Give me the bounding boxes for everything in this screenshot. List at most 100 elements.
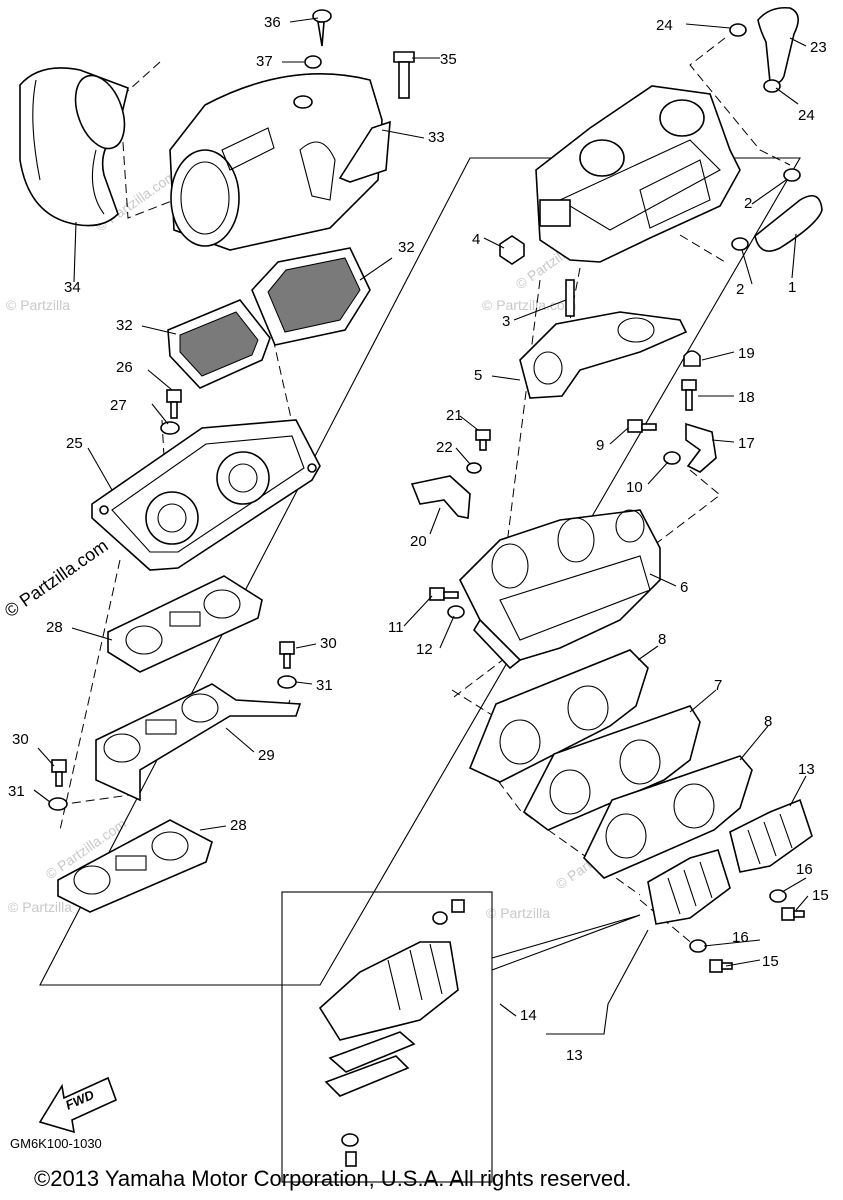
part-16-washer-upper [769, 889, 787, 903]
part-35-bolt [393, 51, 415, 99]
callout-16-upper: 16 [796, 861, 813, 878]
callout-4: 4 [472, 231, 480, 248]
callout-9: 9 [596, 437, 604, 454]
part-7-spacer [522, 705, 701, 831]
part-29-plate [95, 683, 302, 802]
part-1-hose [754, 194, 823, 252]
callout-36: 36 [264, 14, 281, 31]
part-32-screen-lower [167, 299, 271, 389]
part-28-gasket-upper [107, 575, 263, 673]
part-32-screen-upper [251, 247, 371, 346]
callout-18: 18 [738, 389, 755, 406]
callout-2-lower: 2 [736, 281, 744, 298]
callout-22: 22 [436, 439, 453, 456]
callout-32-upper: 32 [398, 239, 415, 256]
callout-33: 33 [428, 129, 445, 146]
part-2-clamp-lower [731, 237, 749, 251]
callout-30-lower: 30 [12, 731, 29, 748]
part-4-nut [499, 235, 525, 265]
part-26-bolt [166, 389, 182, 419]
watermark: © Partzilla [6, 297, 70, 313]
callout-6: 6 [680, 579, 688, 596]
callout-29: 29 [258, 747, 275, 764]
callout-2-upper: 2 [744, 195, 752, 212]
part-25-case [91, 419, 321, 571]
part-18-screw [681, 379, 697, 411]
copyright-notice: ©2013 Yamaha Motor Corporation, U.S.A. A… [34, 1166, 631, 1191]
part-13-reed-valve-left [647, 849, 731, 925]
callout-15-lower: 15 [762, 953, 779, 970]
part-16-washer-lower [689, 939, 707, 953]
callout-20: 20 [410, 533, 427, 550]
callout-1: 1 [788, 279, 796, 296]
callout-23: 23 [810, 39, 827, 56]
callout-24-upper: 24 [656, 17, 673, 34]
callouts: 36 37 35 33 34 32 32 26 27 25 28 30 31 2… [8, 14, 829, 1064]
callout-28-lower: 28 [230, 817, 247, 834]
part-24-clamp-lower [763, 79, 781, 93]
callout-3: 3 [502, 313, 510, 330]
watermark-dark: © Partzilla.com [1, 535, 112, 621]
callout-25: 25 [66, 435, 83, 452]
part-17-bracket [685, 422, 717, 473]
watermark: © Partzilla.com [482, 297, 576, 313]
callout-15-upper: 15 [812, 887, 829, 904]
callout-32-lower: 32 [116, 317, 133, 334]
callout-14: 14 [520, 1007, 537, 1024]
callout-8-lower: 8 [764, 713, 772, 730]
callout-37: 37 [256, 53, 273, 70]
callout-13-lower: 13 [566, 1047, 583, 1064]
part-5-gasket [519, 311, 688, 399]
part-33-cover [169, 73, 391, 251]
callout-12: 12 [416, 641, 433, 658]
part-23-hose [757, 6, 799, 84]
part-24-clamp-upper [729, 23, 747, 37]
callout-19: 19 [738, 345, 755, 362]
watermark: © Partzilla [486, 905, 550, 921]
callout-16-lower: 16 [732, 929, 749, 946]
part-10-washer [663, 451, 681, 465]
callout-27: 27 [110, 397, 127, 414]
callout-35: 35 [440, 51, 457, 68]
part-22-washer [466, 462, 482, 474]
callout-30-upper: 30 [320, 635, 337, 652]
watermark: © Partzilla [8, 899, 72, 915]
leader-lines [33, 17, 809, 1035]
callout-31-lower: 31 [8, 783, 25, 800]
part-34-intake-duct [19, 67, 129, 227]
callout-24-lower: 24 [798, 107, 815, 124]
fwd-arrow: FWD [38, 1076, 118, 1134]
callout-17: 17 [738, 435, 755, 452]
callout-7: 7 [714, 677, 722, 694]
part-28-gasket-lower [57, 819, 213, 913]
callout-21: 21 [446, 407, 463, 424]
callout-34: 34 [64, 279, 81, 296]
callout-11: 11 [388, 619, 404, 636]
part-15-bolt-upper [781, 907, 805, 921]
part-31-washer-upper [277, 675, 297, 689]
part-27-washer [160, 421, 180, 435]
part-12-washer [447, 605, 465, 619]
part-30-bolt-lower [51, 759, 67, 787]
part-3-stud [565, 279, 575, 317]
callout-31-upper: 31 [316, 677, 333, 694]
part-6-intake-manifold [459, 509, 661, 670]
part-30-bolt-upper [279, 641, 295, 669]
part-8-gasket-upper [468, 649, 649, 783]
part-19-cap [683, 350, 701, 367]
part-9-bolt [627, 419, 657, 433]
part-2-clamp-upper [783, 168, 801, 182]
callout-28-upper: 28 [46, 619, 63, 636]
part-13-reed-valve-right [729, 798, 813, 873]
carburetor-assembly [535, 85, 741, 263]
part-37-o-ring [304, 55, 322, 69]
callout-8-upper: 8 [658, 631, 666, 648]
part-20-bracket [410, 475, 471, 519]
drawing-code: GM6K100-1030 [10, 1136, 102, 1151]
part-21-bolt [475, 429, 491, 451]
part-31-washer-lower [48, 797, 68, 811]
inset-frame [281, 891, 493, 1183]
callout-10: 10 [626, 479, 643, 496]
part-8-gasket-lower [583, 755, 753, 879]
